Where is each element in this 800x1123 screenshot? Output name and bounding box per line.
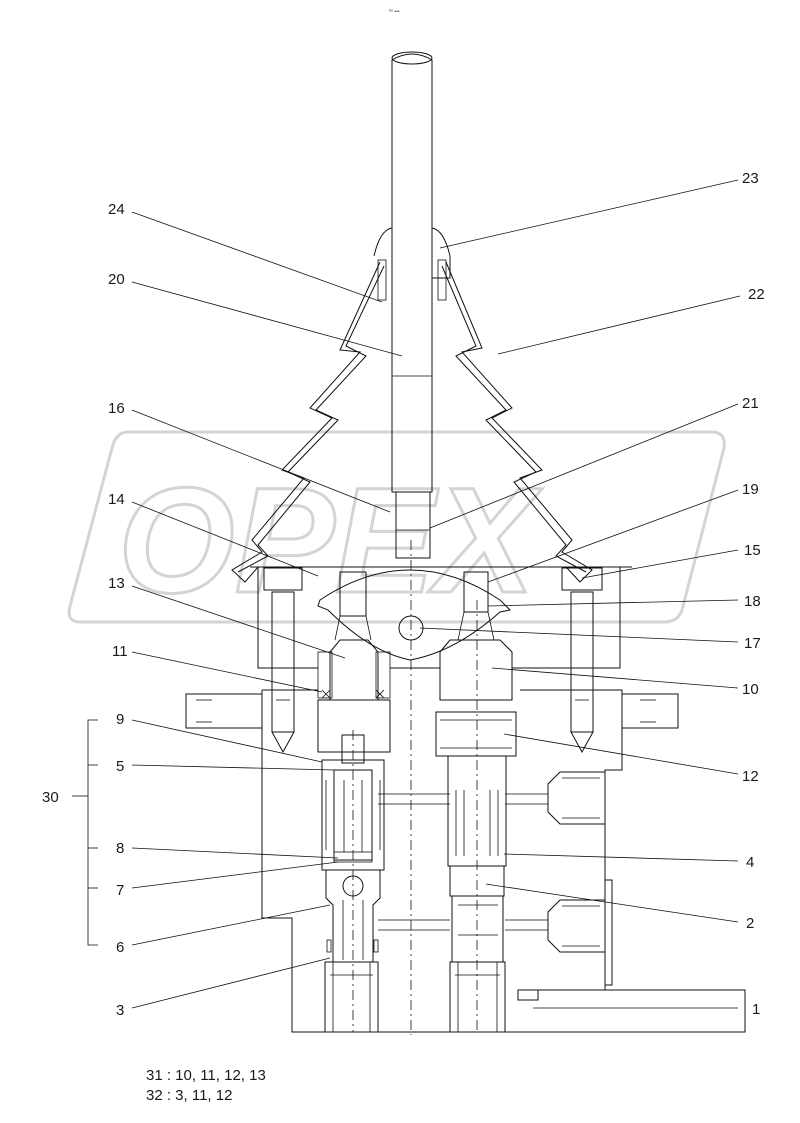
note-32: 32 : 3, 11, 12 [146, 1087, 232, 1104]
leader-lines [72, 179, 741, 1009]
callout-9: 9 [116, 711, 124, 728]
callout-22: 22 [748, 286, 765, 303]
callout-23: 23 [742, 170, 759, 187]
group-label-30: 30 [42, 789, 59, 806]
callout-3: 3 [116, 1002, 124, 1019]
callout-17: 17 [744, 635, 761, 652]
note-31: 31 : 10, 11, 12, 13 [146, 1067, 266, 1084]
callout-10: 10 [742, 681, 759, 698]
callout-19: 19 [742, 481, 759, 498]
callout-2: 2 [746, 915, 754, 932]
callout-18: 18 [744, 593, 761, 610]
watermark-logo: OPEX [67, 430, 726, 626]
left-cartridge [317, 571, 391, 962]
callout-14: 14 [108, 491, 125, 508]
callout-16: 16 [108, 400, 125, 417]
lever-handle [373, 51, 451, 559]
cover-plate [250, 566, 632, 754]
valve-body [185, 689, 746, 1033]
callout-21: 21 [742, 395, 759, 412]
callout-8: 8 [116, 840, 124, 857]
callout-4: 4 [746, 854, 754, 871]
watermark-text: OPEX [118, 456, 543, 624]
callout-11: 11 [112, 643, 128, 660]
callout-24: 24 [108, 201, 125, 218]
callout-20: 20 [108, 271, 125, 288]
callout-6: 6 [116, 939, 124, 956]
header-mark: ™ ••• [388, 9, 400, 15]
callout-labels: 1 2 3 4 5 6 7 8 9 10 11 12 13 14 15 16 1… [42, 170, 765, 1019]
callout-5: 5 [116, 758, 124, 775]
callout-12: 12 [742, 768, 759, 785]
callout-1: 1 [752, 1001, 760, 1018]
callout-15: 15 [744, 542, 761, 559]
callout-7: 7 [116, 882, 124, 899]
callout-13: 13 [108, 575, 125, 592]
